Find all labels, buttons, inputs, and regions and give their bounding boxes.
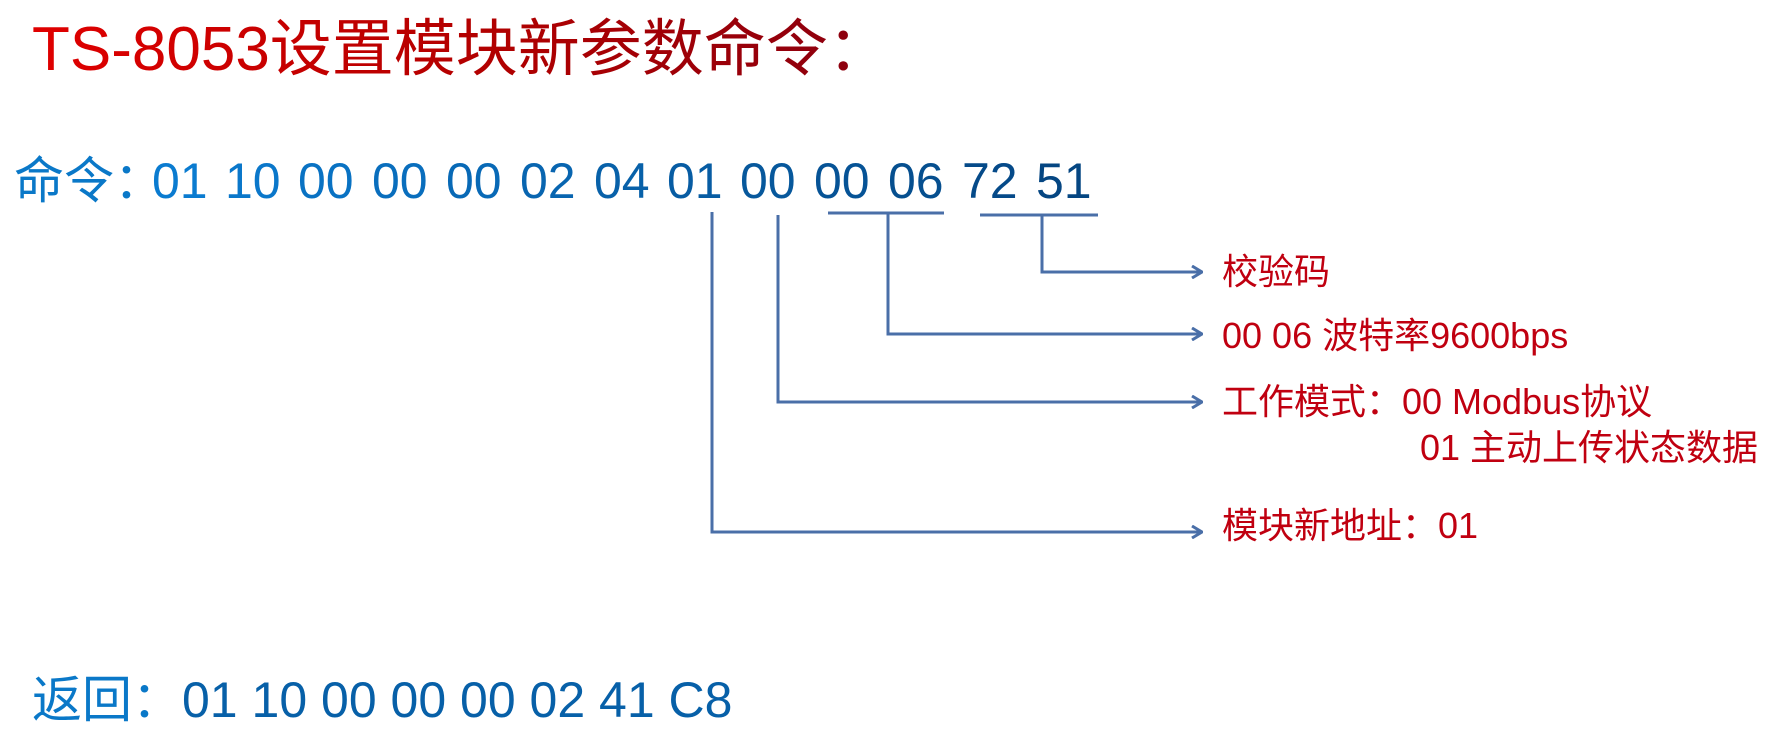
- command-byte: 04: [594, 153, 650, 209]
- command-byte: 00: [740, 153, 796, 209]
- work-mode-connector: [776, 215, 1202, 402]
- response-value: 01 10 00 00 00 02 41 C8: [182, 672, 733, 728]
- new-address-connector: [710, 212, 1202, 532]
- work-mode-alt-label: 01 主动上传状态数据: [1420, 427, 1759, 468]
- command-byte: 00: [814, 153, 870, 209]
- command-byte: 02: [520, 153, 576, 209]
- page-title: TS-8053设置模块新参数命令：: [32, 10, 890, 90]
- checksum-connector: [1040, 215, 1202, 272]
- command-byte: 06: [888, 153, 944, 209]
- checksum-label: 校验码: [1222, 251, 1331, 292]
- command-byte: 00: [372, 153, 428, 209]
- command-byte: 51: [1036, 153, 1092, 209]
- work-mode-label: 工作模式：00 Modbus协议: [1222, 381, 1653, 422]
- command-byte: 01: [152, 153, 208, 209]
- command-byte: 01: [667, 153, 723, 209]
- command-byte: 72: [962, 153, 1018, 209]
- command-byte: 00: [446, 153, 502, 209]
- baud-rate-connector: [886, 213, 1202, 334]
- response-label: 返回：: [32, 672, 182, 728]
- command-byte: 10: [225, 153, 281, 209]
- new-address-label: 模块新地址：01: [1222, 505, 1479, 546]
- command-label: 命令：: [14, 153, 164, 209]
- command-byte: 00: [298, 153, 354, 209]
- baud-rate-label: 00 06 波特率9600bps: [1222, 315, 1569, 356]
